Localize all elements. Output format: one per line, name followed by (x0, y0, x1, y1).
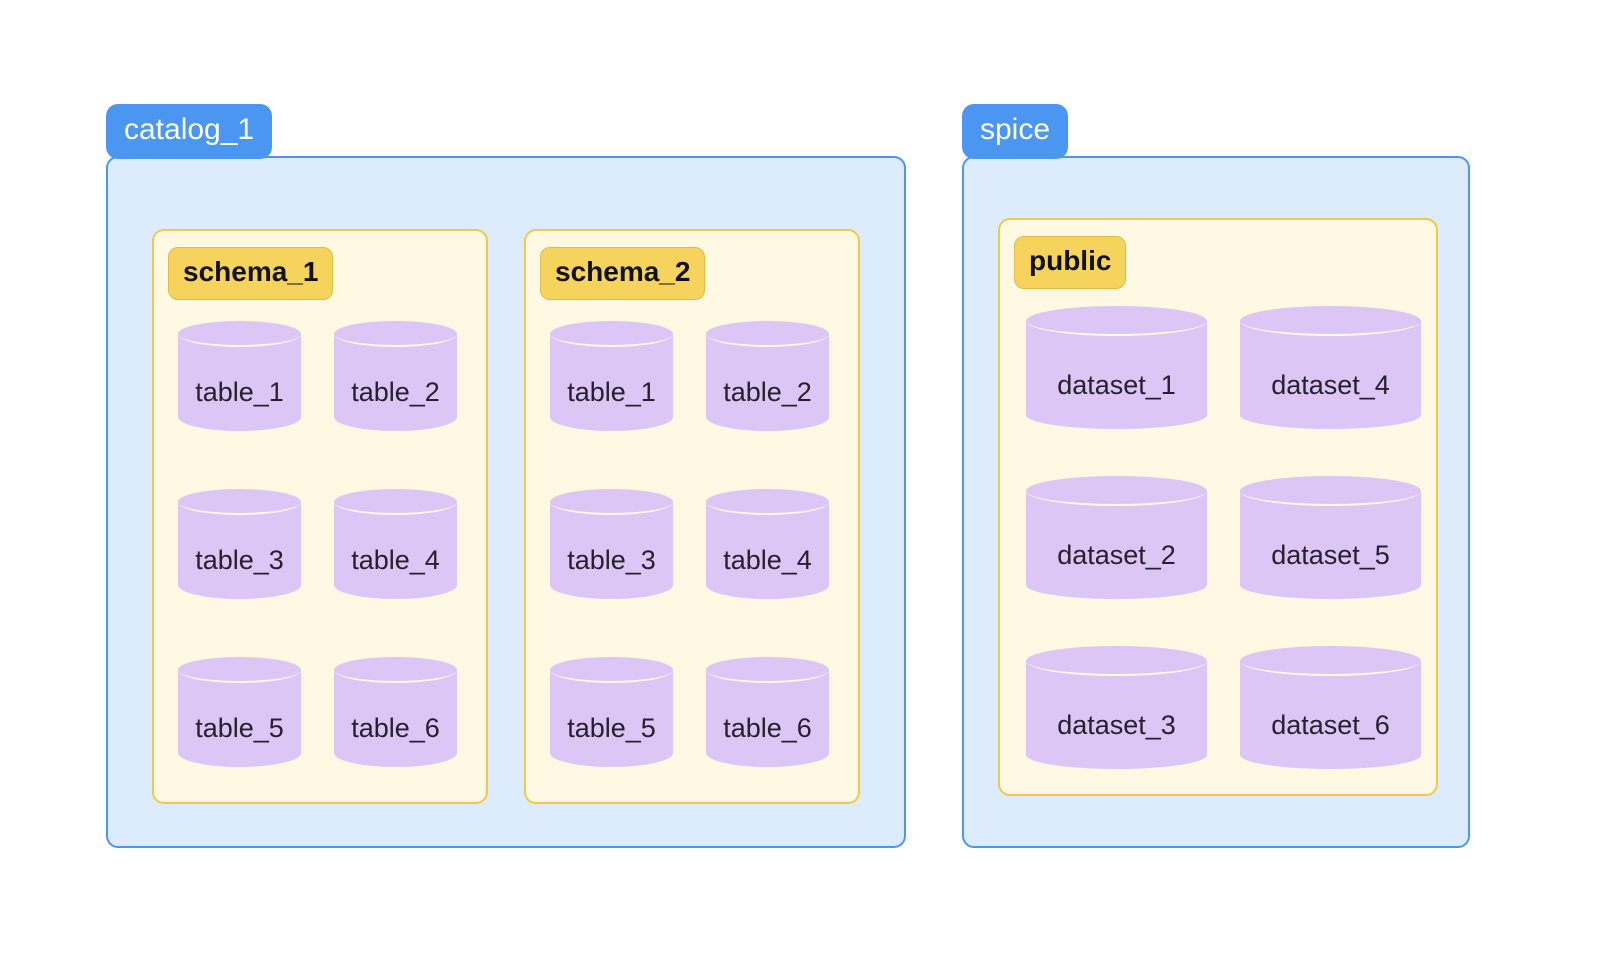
cylinder-label: dataset_5 (1271, 540, 1390, 570)
cylinder-label: table_3 (567, 545, 656, 575)
cylinder-table[interactable]: table_6 (706, 657, 829, 767)
cylinder-table[interactable]: table_6 (334, 657, 457, 767)
cylinder-body (550, 333, 673, 431)
group-badge-spice[interactable]: spice (962, 104, 1069, 159)
cylinder-top-ellipse (706, 489, 829, 515)
cylinder-table[interactable]: table_1 (178, 321, 301, 431)
cylinder-top-ellipse (1026, 646, 1207, 676)
cylinder-table[interactable]: table_2 (334, 321, 457, 431)
cylinder-top-ellipse (1240, 476, 1421, 506)
cylinder-label: table_2 (723, 377, 812, 407)
cylinder-dataset[interactable]: dataset_3 (1026, 646, 1207, 769)
cylinder-table[interactable]: table_5 (178, 657, 301, 767)
group-badge-catalog-1[interactable]: catalog_1 (106, 104, 273, 159)
group-box-spice: public dataset_1 dataset_4 dataset_2 (962, 156, 1470, 848)
cylinder-label: dataset_4 (1271, 370, 1390, 400)
group-spice: spice public dataset_1 dataset_4 (962, 104, 1470, 848)
cylinder-body (706, 333, 829, 431)
cylinder-table[interactable]: table_4 (706, 489, 829, 599)
cylinder-top-ellipse (1026, 476, 1207, 506)
cylinder-top-ellipse (334, 321, 457, 347)
cylinder-body (550, 669, 673, 767)
cylinder-label: table_1 (195, 377, 284, 407)
cylinder-top-ellipse (550, 321, 673, 347)
cylinder-top-ellipse (1240, 306, 1421, 336)
schema-panel-schema-2: schema_2 table_1 table_2 table_3 (524, 229, 860, 804)
cylinder-top-ellipse (178, 657, 301, 683)
cylinder-top-ellipse (706, 657, 829, 683)
cylinder-dataset[interactable]: dataset_5 (1240, 476, 1421, 599)
schema-badge-public[interactable]: public (1014, 236, 1127, 289)
cylinder-top-ellipse (550, 489, 673, 515)
schema-panel-schema-1: schema_1 table_1 table_2 table_3 (152, 229, 488, 804)
cylinder-label: table_4 (723, 545, 812, 575)
cylinder-dataset[interactable]: dataset_6 (1240, 646, 1421, 769)
cylinder-label: table_5 (195, 713, 284, 743)
cylinder-body (1026, 490, 1207, 599)
cylinder-label: table_4 (351, 545, 440, 575)
cylinder-body (334, 333, 457, 431)
group-box-catalog-1: schema_1 table_1 table_2 table_3 (106, 156, 906, 848)
cylinder-top-ellipse (706, 321, 829, 347)
cylinder-body (334, 669, 457, 767)
cylinder-table[interactable]: table_3 (550, 489, 673, 599)
cylinder-table[interactable]: table_5 (550, 657, 673, 767)
group-catalog-1: catalog_1 schema_1 table_1 table_2 (106, 104, 906, 848)
cylinder-label: table_6 (351, 713, 440, 743)
cylinder-label: table_2 (351, 377, 440, 407)
cylinder-body (706, 669, 829, 767)
cylinder-top-ellipse (1240, 646, 1421, 676)
schema-badge-schema-1[interactable]: schema_1 (168, 247, 334, 300)
cylinder-top-ellipse (178, 321, 301, 347)
cylinder-label: dataset_1 (1057, 370, 1176, 400)
cylinder-body (706, 501, 829, 599)
cylinder-top-ellipse (550, 657, 673, 683)
cylinder-table[interactable]: table_4 (334, 489, 457, 599)
cylinder-label: dataset_3 (1057, 710, 1176, 740)
cylinder-body (1026, 320, 1207, 429)
cylinder-dataset[interactable]: dataset_4 (1240, 306, 1421, 429)
cylinder-body (1240, 320, 1421, 429)
cylinder-body (1026, 660, 1207, 769)
cylinder-body (1240, 660, 1421, 769)
cylinder-body (178, 501, 301, 599)
cylinder-label: table_1 (567, 377, 656, 407)
cylinder-body (334, 501, 457, 599)
schema-panel-public: public dataset_1 dataset_4 dataset_2 (998, 218, 1438, 796)
cylinder-label: dataset_6 (1271, 710, 1390, 740)
cylinder-dataset[interactable]: dataset_2 (1026, 476, 1207, 599)
cylinder-body (178, 669, 301, 767)
cylinder-label: table_5 (567, 713, 656, 743)
cylinder-label: dataset_2 (1057, 540, 1176, 570)
schema-badge-schema-2[interactable]: schema_2 (540, 247, 706, 300)
cylinder-table[interactable]: table_3 (178, 489, 301, 599)
cylinder-top-ellipse (334, 657, 457, 683)
cylinder-top-ellipse (1026, 306, 1207, 336)
cylinder-top-ellipse (334, 489, 457, 515)
cylinder-top-ellipse (178, 489, 301, 515)
cylinder-table[interactable]: table_2 (706, 321, 829, 431)
cylinder-body (550, 501, 673, 599)
cylinder-table[interactable]: table_1 (550, 321, 673, 431)
cylinder-label: table_6 (723, 713, 812, 743)
cylinder-body (178, 333, 301, 431)
cylinder-dataset[interactable]: dataset_1 (1026, 306, 1207, 429)
cylinder-body (1240, 490, 1421, 599)
cylinder-label: table_3 (195, 545, 284, 575)
